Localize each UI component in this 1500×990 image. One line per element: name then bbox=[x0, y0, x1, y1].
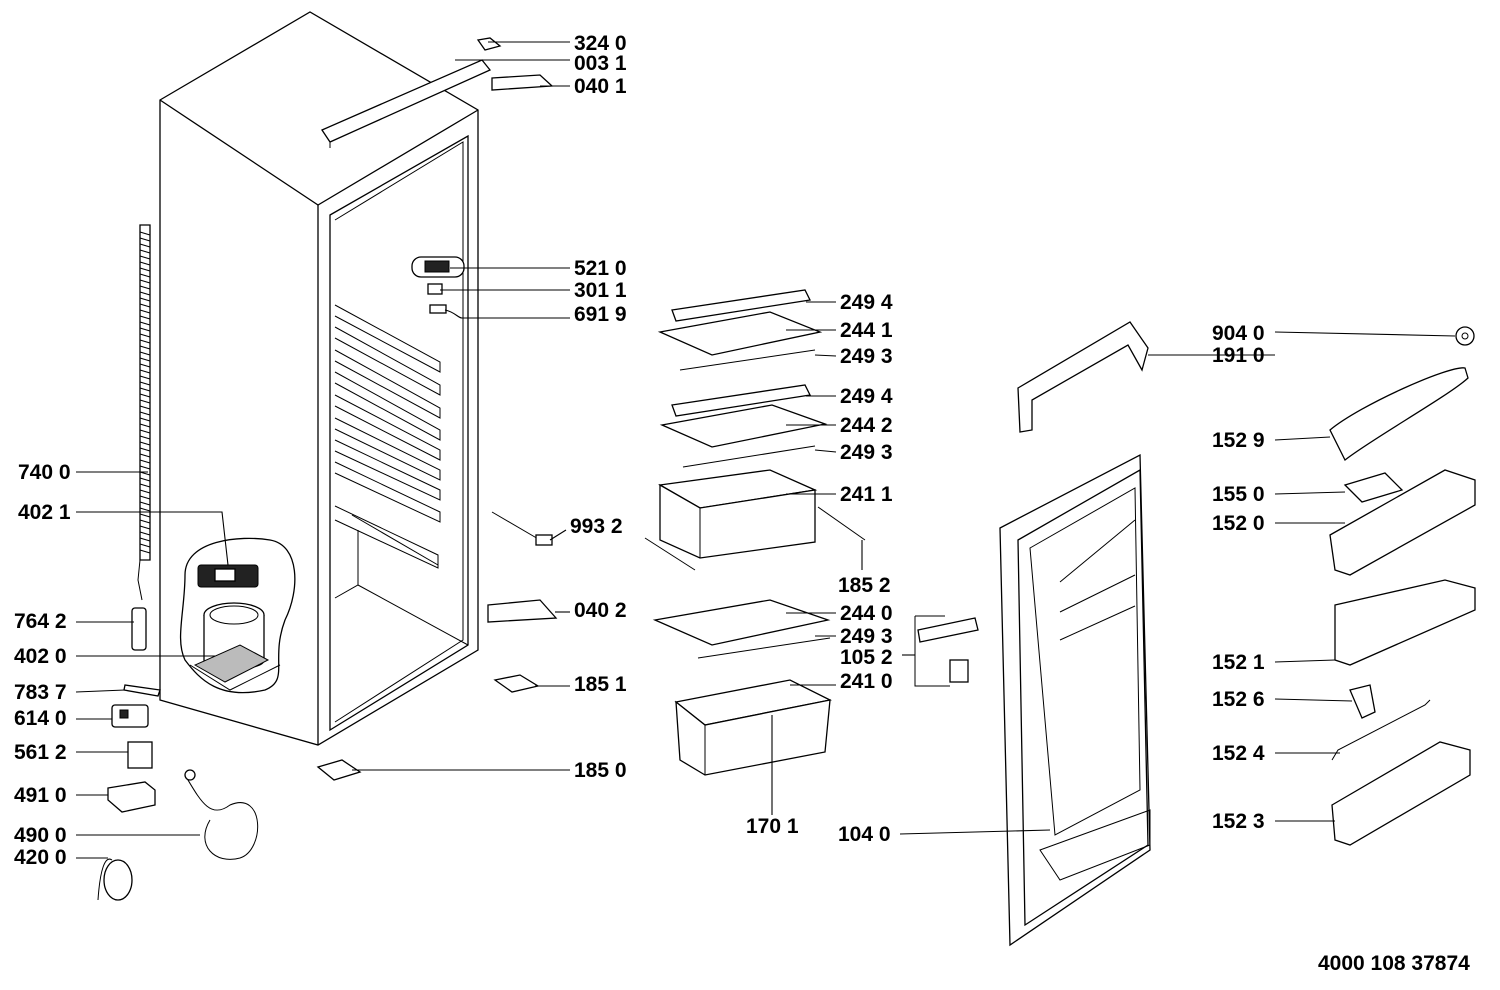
door-drawing bbox=[999, 321, 1476, 947]
callout-324-0: 324 0 bbox=[574, 32, 627, 55]
callout-185-1: 185 1 bbox=[574, 673, 627, 696]
callout-249-3-a: 249 3 bbox=[840, 345, 893, 368]
cabinet-drawing bbox=[137, 11, 554, 746]
callout-040-2: 040 2 bbox=[574, 599, 627, 622]
callout-993-2: 993 2 bbox=[570, 515, 623, 538]
callout-614-0: 614 0 bbox=[14, 707, 67, 730]
document-id: 4000 108 37874 bbox=[1318, 952, 1470, 975]
callout-244-0: 244 0 bbox=[840, 602, 893, 625]
callout-244-1: 244 1 bbox=[840, 319, 893, 342]
callout-244-2: 244 2 bbox=[840, 414, 893, 437]
callout-249-4-a: 249 4 bbox=[840, 291, 893, 314]
callout-402-0: 402 0 bbox=[14, 645, 67, 668]
callout-040-1: 040 1 bbox=[574, 75, 627, 98]
callout-170-1: 170 1 bbox=[746, 815, 799, 838]
callout-402-1: 402 1 bbox=[18, 501, 71, 524]
callout-155-0: 155 0 bbox=[1212, 483, 1265, 506]
callout-152-6: 152 6 bbox=[1212, 688, 1265, 711]
callout-249-4-b: 249 4 bbox=[840, 385, 893, 408]
callout-249-3-b: 249 3 bbox=[840, 441, 893, 464]
callout-491-0: 491 0 bbox=[14, 784, 67, 807]
callout-185-0: 185 0 bbox=[574, 759, 627, 782]
callout-185-2: 185 2 bbox=[838, 574, 891, 597]
callout-490-0: 490 0 bbox=[14, 824, 67, 847]
callout-301-1: 301 1 bbox=[574, 279, 627, 302]
leader-lines bbox=[75, 41, 1456, 859]
loose-parts-drawing bbox=[97, 511, 558, 901]
callout-764-2: 764 2 bbox=[14, 610, 67, 633]
callout-003-1: 003 1 bbox=[574, 52, 627, 75]
callout-561-2: 561 2 bbox=[14, 741, 67, 764]
callout-241-1: 241 1 bbox=[840, 483, 893, 506]
callout-241-0: 241 0 bbox=[840, 670, 893, 693]
callout-152-0: 152 0 bbox=[1212, 512, 1265, 535]
callout-904-0: 904 0 bbox=[1212, 322, 1265, 345]
callout-104-0: 104 0 bbox=[838, 823, 891, 846]
callout-152-4: 152 4 bbox=[1212, 742, 1265, 765]
callout-691-9: 691 9 bbox=[574, 303, 627, 326]
callout-521-0: 521 0 bbox=[574, 257, 627, 280]
callout-740-0: 740 0 bbox=[18, 461, 71, 484]
callout-152-9: 152 9 bbox=[1212, 429, 1265, 452]
callout-152-3: 152 3 bbox=[1212, 810, 1265, 833]
callout-420-0: 420 0 bbox=[14, 846, 67, 869]
callout-105-2: 105 2 bbox=[840, 646, 893, 669]
callout-783-7: 783 7 bbox=[14, 681, 67, 704]
callout-249-3-c: 249 3 bbox=[840, 625, 893, 648]
callout-191-0: 191 0 bbox=[1212, 344, 1265, 367]
shelves-drawing bbox=[644, 289, 979, 776]
callout-152-1: 152 1 bbox=[1212, 651, 1265, 674]
